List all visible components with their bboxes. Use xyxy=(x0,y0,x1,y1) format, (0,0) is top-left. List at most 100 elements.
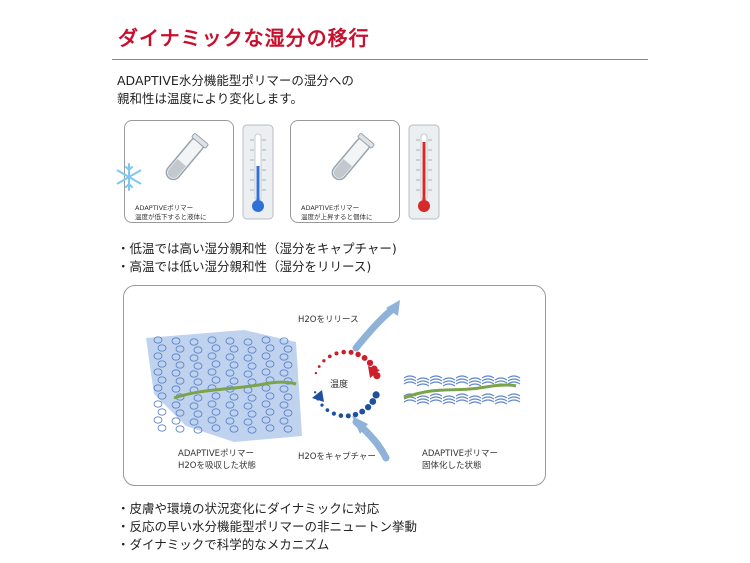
warm-card-caption: ADAPTIVEポリマー 温度が上昇すると個体に xyxy=(301,204,373,221)
polymer-strand xyxy=(429,396,443,400)
test-tube-icon xyxy=(331,133,375,181)
polymer-coil xyxy=(175,361,185,369)
cycle-dot xyxy=(361,354,368,361)
polymer-coil xyxy=(243,338,253,346)
polymer-coil xyxy=(157,424,167,432)
polymer-strand xyxy=(455,381,469,385)
cycle-dot xyxy=(348,349,354,355)
polymer-strand xyxy=(416,398,430,402)
polymer-coil xyxy=(153,336,163,344)
swollen-state-label: ADAPTIVEポリマー H2Oを吸収した状態 xyxy=(178,449,256,471)
polymer-coil xyxy=(229,361,239,369)
polymer-strand xyxy=(494,395,508,399)
polymer-strand xyxy=(442,383,456,387)
polymer-coil xyxy=(153,384,163,392)
polymer-coil xyxy=(243,418,253,426)
polymer-strand xyxy=(455,375,469,379)
polymer-coil xyxy=(225,353,235,361)
cycle-dot xyxy=(341,349,346,355)
polymer-coil xyxy=(207,416,217,424)
warm-state-card: ADAPTIVEポリマー 温度が上昇すると個体に xyxy=(290,120,400,223)
test-tube-icon xyxy=(165,133,209,181)
cycle-dot xyxy=(364,404,372,411)
polymer-coil xyxy=(211,360,221,368)
mechanism-bullets: ・皮膚や環境の状況変化にダイナミックに対応 ・反応の早い水分機能型ポリマーの非ニ… xyxy=(117,500,417,554)
cycle-dot xyxy=(314,371,318,375)
moisture-transition-diagram: H2Oをリリース 温度 H2Oをキャプチャー ADAPTIVEポリマー H2Oを… xyxy=(123,285,546,486)
polymer-strand xyxy=(494,401,508,405)
polymer-strand xyxy=(455,393,469,397)
polymer-strand xyxy=(468,380,482,384)
cycle-dot xyxy=(359,408,366,415)
polymer-coil xyxy=(243,402,253,410)
polymer-coil xyxy=(211,344,221,352)
polymer-coil xyxy=(265,424,275,432)
polymer-strand xyxy=(442,401,456,405)
polymer-coil xyxy=(171,401,181,409)
polymer-coil xyxy=(193,362,203,370)
polymer-coil xyxy=(171,353,181,361)
cycle-dot xyxy=(366,359,374,367)
polymer-coil xyxy=(153,352,163,360)
polymer-coil xyxy=(211,376,221,384)
polymer-strand xyxy=(468,398,482,402)
affinity-bullets: ・低温では高い湿分親和性（湿分をキャプチャー) ・高温では低い湿分親和性（湿分を… xyxy=(117,240,397,276)
polymer-strand xyxy=(481,378,495,382)
polymer-coil xyxy=(157,392,167,400)
polymer-coil xyxy=(261,416,271,424)
polymer-coil xyxy=(283,409,293,417)
intro-line-1: ADAPTIVE水分機能型ポリマーの湿分への xyxy=(117,73,354,88)
polymer-coil xyxy=(279,353,289,361)
cycle-dot xyxy=(355,351,361,358)
swollen-polymer-illustration xyxy=(146,330,302,442)
polymer-coil xyxy=(279,385,289,393)
polymer-strand xyxy=(481,393,495,397)
polymer-coil xyxy=(247,426,257,434)
polymer-coil xyxy=(207,368,217,376)
release-label: H2Oをリリース xyxy=(298,315,359,325)
polymer-coil xyxy=(211,392,221,400)
polymer-coil xyxy=(225,337,235,345)
polymer-coil xyxy=(229,345,239,353)
polymer-coil xyxy=(279,401,289,409)
warming-arrowhead xyxy=(368,366,380,378)
release-arrowhead xyxy=(386,300,400,316)
polymer-coil xyxy=(247,410,257,418)
polymer-strand xyxy=(442,380,456,384)
bullet-high-temp: ・高温では低い湿分親和性（湿分をリリース) xyxy=(117,259,372,274)
cooling-cycle-arrow xyxy=(313,391,380,419)
polymer-coil xyxy=(265,344,275,352)
polymer-coil xyxy=(211,424,221,432)
polymer-coil xyxy=(193,346,203,354)
cycle-dot xyxy=(345,413,351,419)
polymer-coil xyxy=(193,394,203,402)
cycle-dot xyxy=(320,403,324,407)
cycle-dot xyxy=(327,354,332,359)
polymer-coil xyxy=(211,408,221,416)
polymer-coil xyxy=(283,425,293,433)
bullet-dynamic-response: ・皮膚や環境の状況変化にダイナミックに対応 xyxy=(117,501,380,516)
polymer-strand xyxy=(455,396,469,400)
polymer-strand xyxy=(468,395,482,399)
polymer-coil xyxy=(207,400,217,408)
polymer-coil xyxy=(283,361,293,369)
polymer-coil xyxy=(189,338,199,346)
release-arrow xyxy=(352,304,398,352)
polymer-coil xyxy=(265,360,275,368)
polymer-strand xyxy=(429,393,443,397)
polymer-coil xyxy=(265,408,275,416)
warm-thermometer-icon xyxy=(408,124,440,220)
polymer-strand xyxy=(507,375,521,379)
cycle-dot xyxy=(338,413,344,418)
cycle-dot xyxy=(317,365,321,368)
polymer-strand xyxy=(455,399,469,403)
polymer-coil xyxy=(193,378,203,386)
polymer-coil xyxy=(153,416,163,424)
polymer-coil xyxy=(261,400,271,408)
polymer-coil xyxy=(175,409,185,417)
polymer-coil xyxy=(157,360,167,368)
polymer-coil xyxy=(157,408,167,416)
temperature-label: 温度 xyxy=(330,380,349,390)
polymer-strand xyxy=(468,383,482,387)
polymer-coil xyxy=(207,352,217,360)
